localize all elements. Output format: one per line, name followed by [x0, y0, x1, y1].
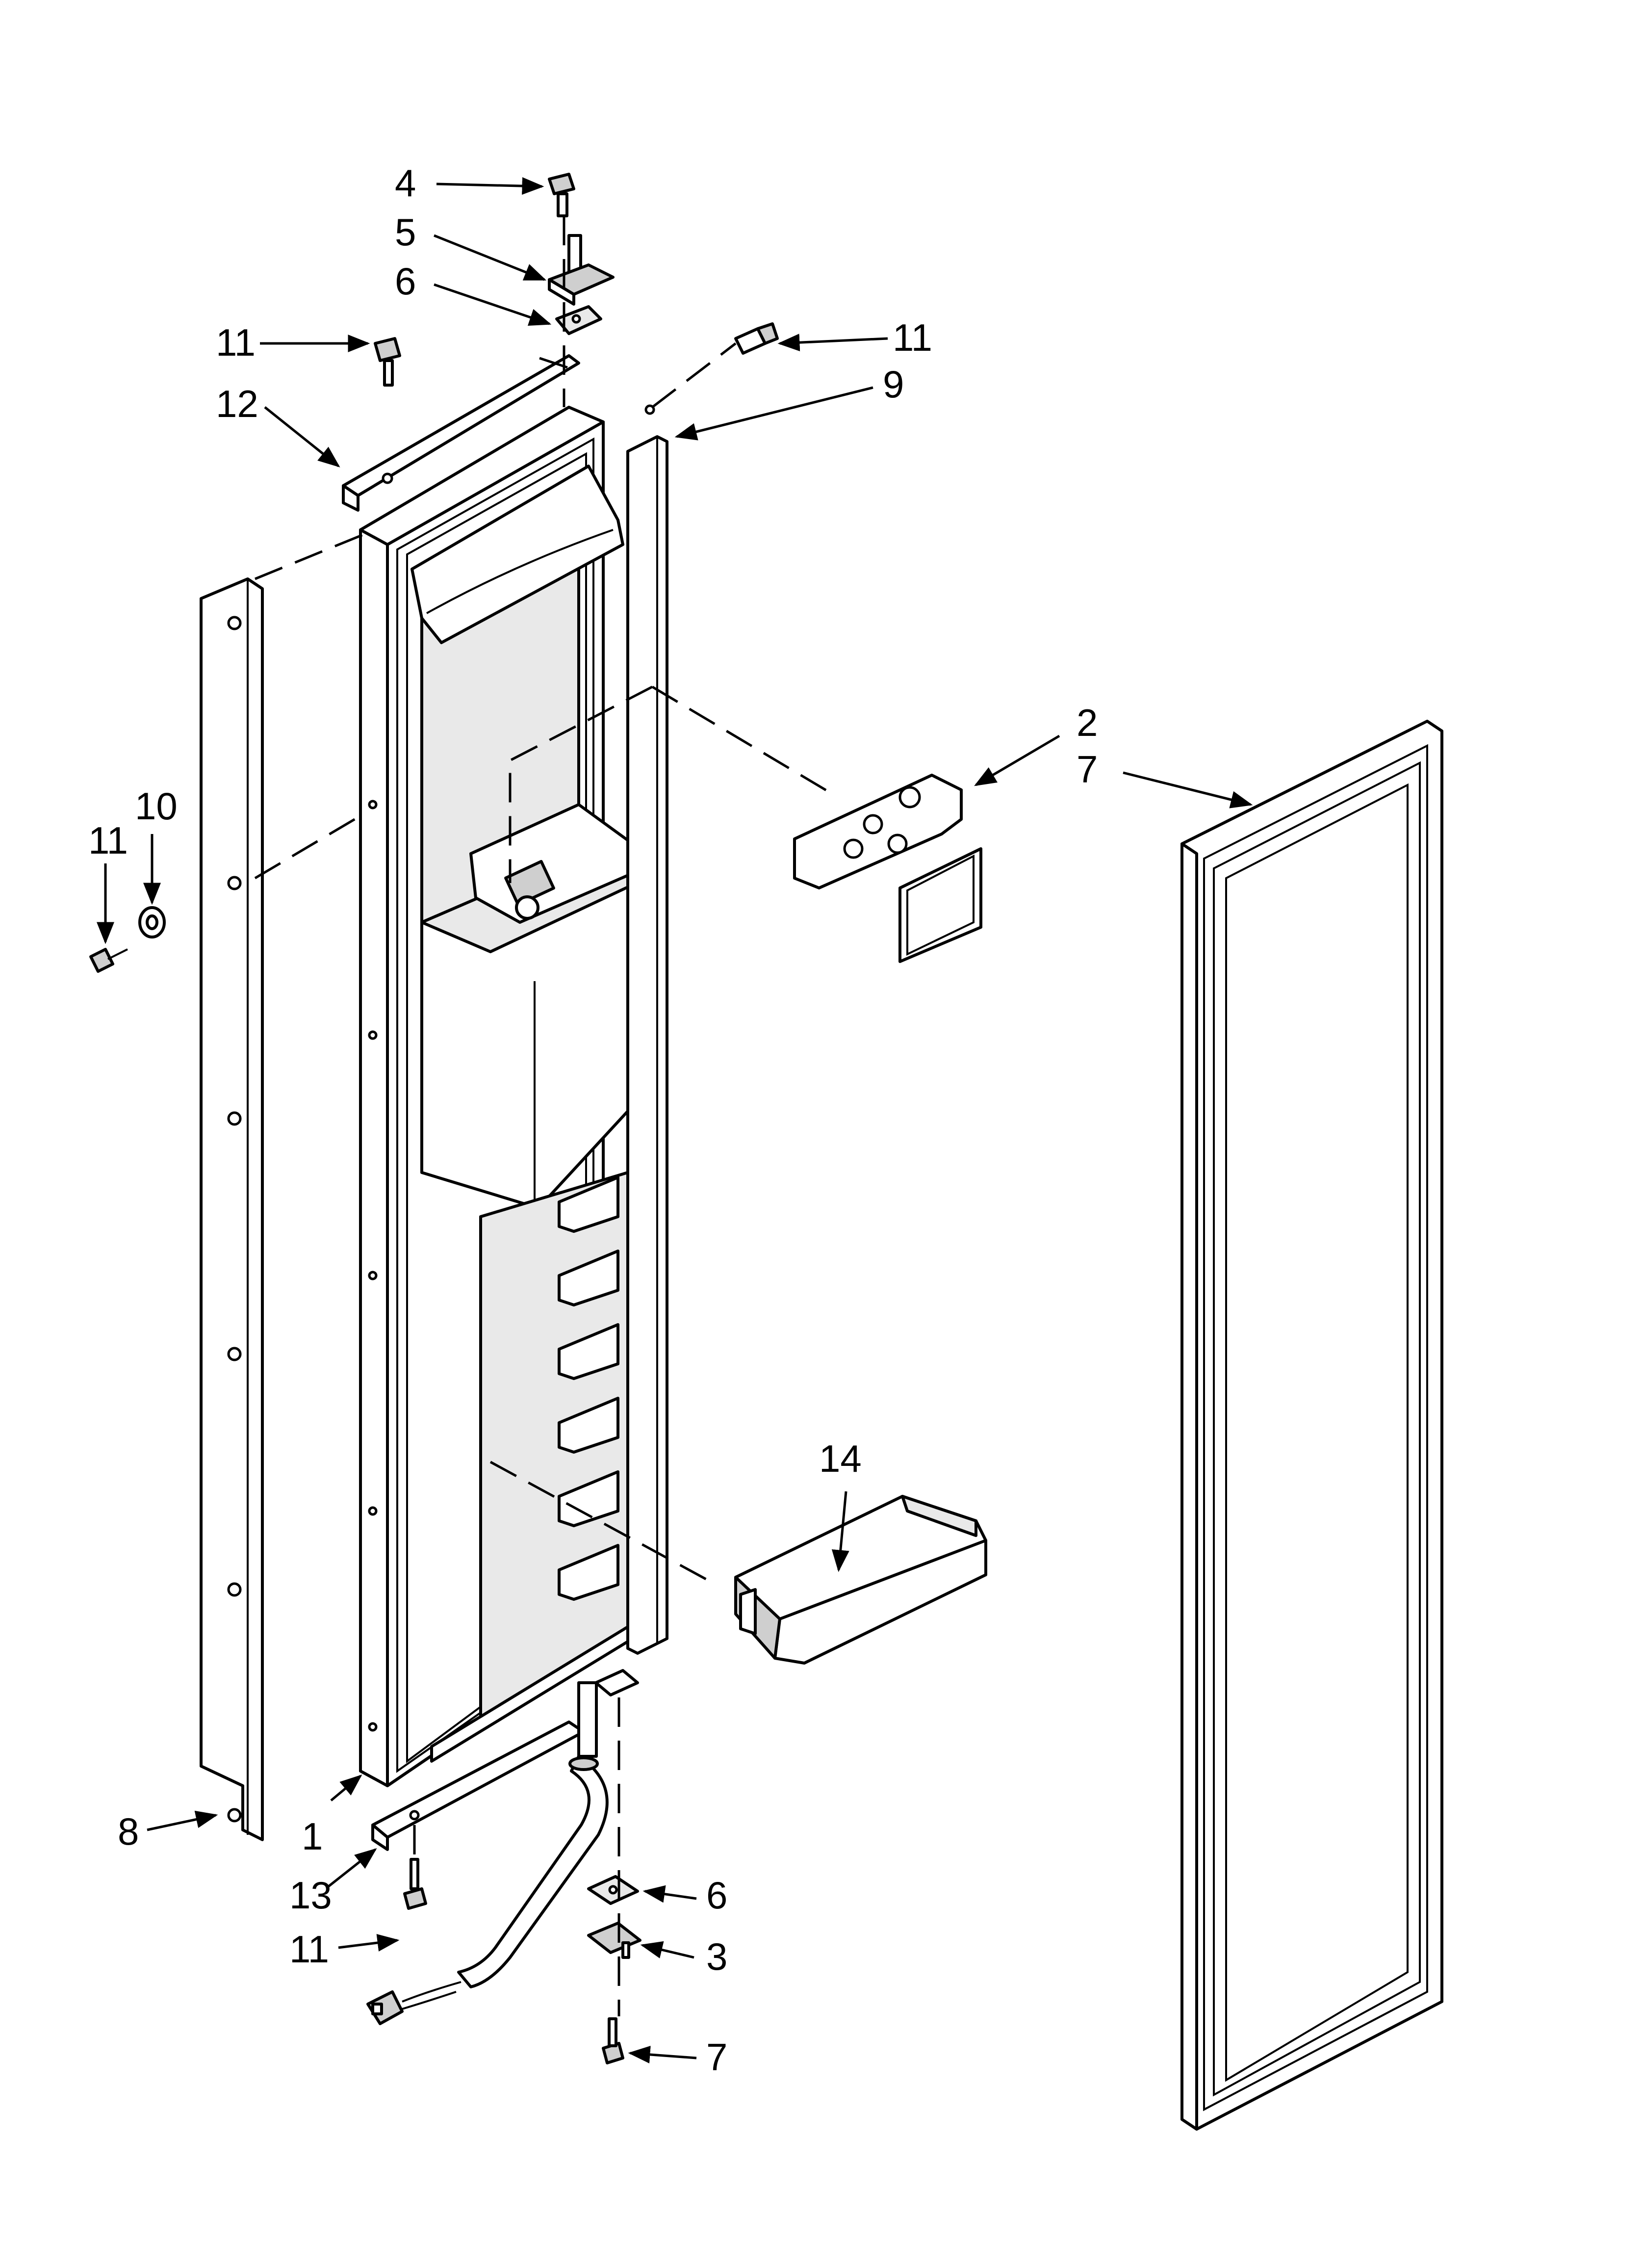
shim-part-6-bottom: [587, 1875, 639, 1905]
door-assembly-part-1: [359, 406, 659, 1787]
callout-9: 9: [883, 363, 904, 406]
screw-part-11-bottom: [403, 1825, 427, 1910]
callout-12: 12: [216, 382, 258, 425]
callout-4: 4: [395, 161, 416, 205]
callout-5: 5: [395, 210, 416, 254]
callout-6-top: 6: [395, 260, 416, 303]
door-gasket-part-7: [1180, 720, 1443, 2131]
bottom-hinge-assembly: [587, 1669, 641, 2064]
side-strip-part-9: [626, 404, 668, 1655]
callout-11-left: 11: [88, 819, 128, 862]
trim-strip-part-8: [200, 577, 264, 1841]
screw-part-11-left: [89, 948, 128, 973]
callout-7-gasket: 7: [1077, 748, 1098, 791]
hinge-part-3: [587, 1922, 641, 1959]
alignment-lines: [254, 342, 835, 1586]
callout-6-bottom: 6: [706, 1874, 727, 1917]
screw-part-4: [548, 173, 575, 217]
hinge-part-5: [548, 234, 615, 306]
screw-part-11-top-right: [734, 322, 779, 355]
callout-3: 3: [706, 1935, 727, 1978]
callout-labels: 4 5 6 11 12 11 9 2 7 10 11 14 8 1 13 11 …: [88, 161, 1098, 2079]
screw-part-11-top-left: [374, 337, 401, 387]
callout-1: 1: [302, 1815, 323, 1858]
callout-11-top-right: 11: [893, 316, 932, 359]
top-hinge-assembly: [548, 173, 615, 407]
door-bin-part-14: [734, 1495, 987, 1665]
callout-7-screw: 7: [706, 2035, 727, 2079]
water-tube: [366, 1681, 609, 2025]
plate-part-2: [793, 774, 982, 963]
callout-13: 13: [289, 1874, 332, 1917]
screw-part-7: [602, 2017, 624, 2064]
washer-part-10: [138, 906, 166, 938]
top-bracket-part-12: [342, 354, 580, 512]
callout-2: 2: [1077, 701, 1098, 744]
callout-14: 14: [819, 1437, 862, 1480]
callout-8: 8: [118, 1810, 139, 1853]
callout-11-top-left: 11: [216, 321, 256, 364]
leader-arrows: [97, 177, 1253, 2063]
shelf-lugs: [558, 1176, 619, 1601]
callout-11-bottom: 11: [289, 1928, 329, 1971]
callout-10: 10: [135, 784, 178, 828]
